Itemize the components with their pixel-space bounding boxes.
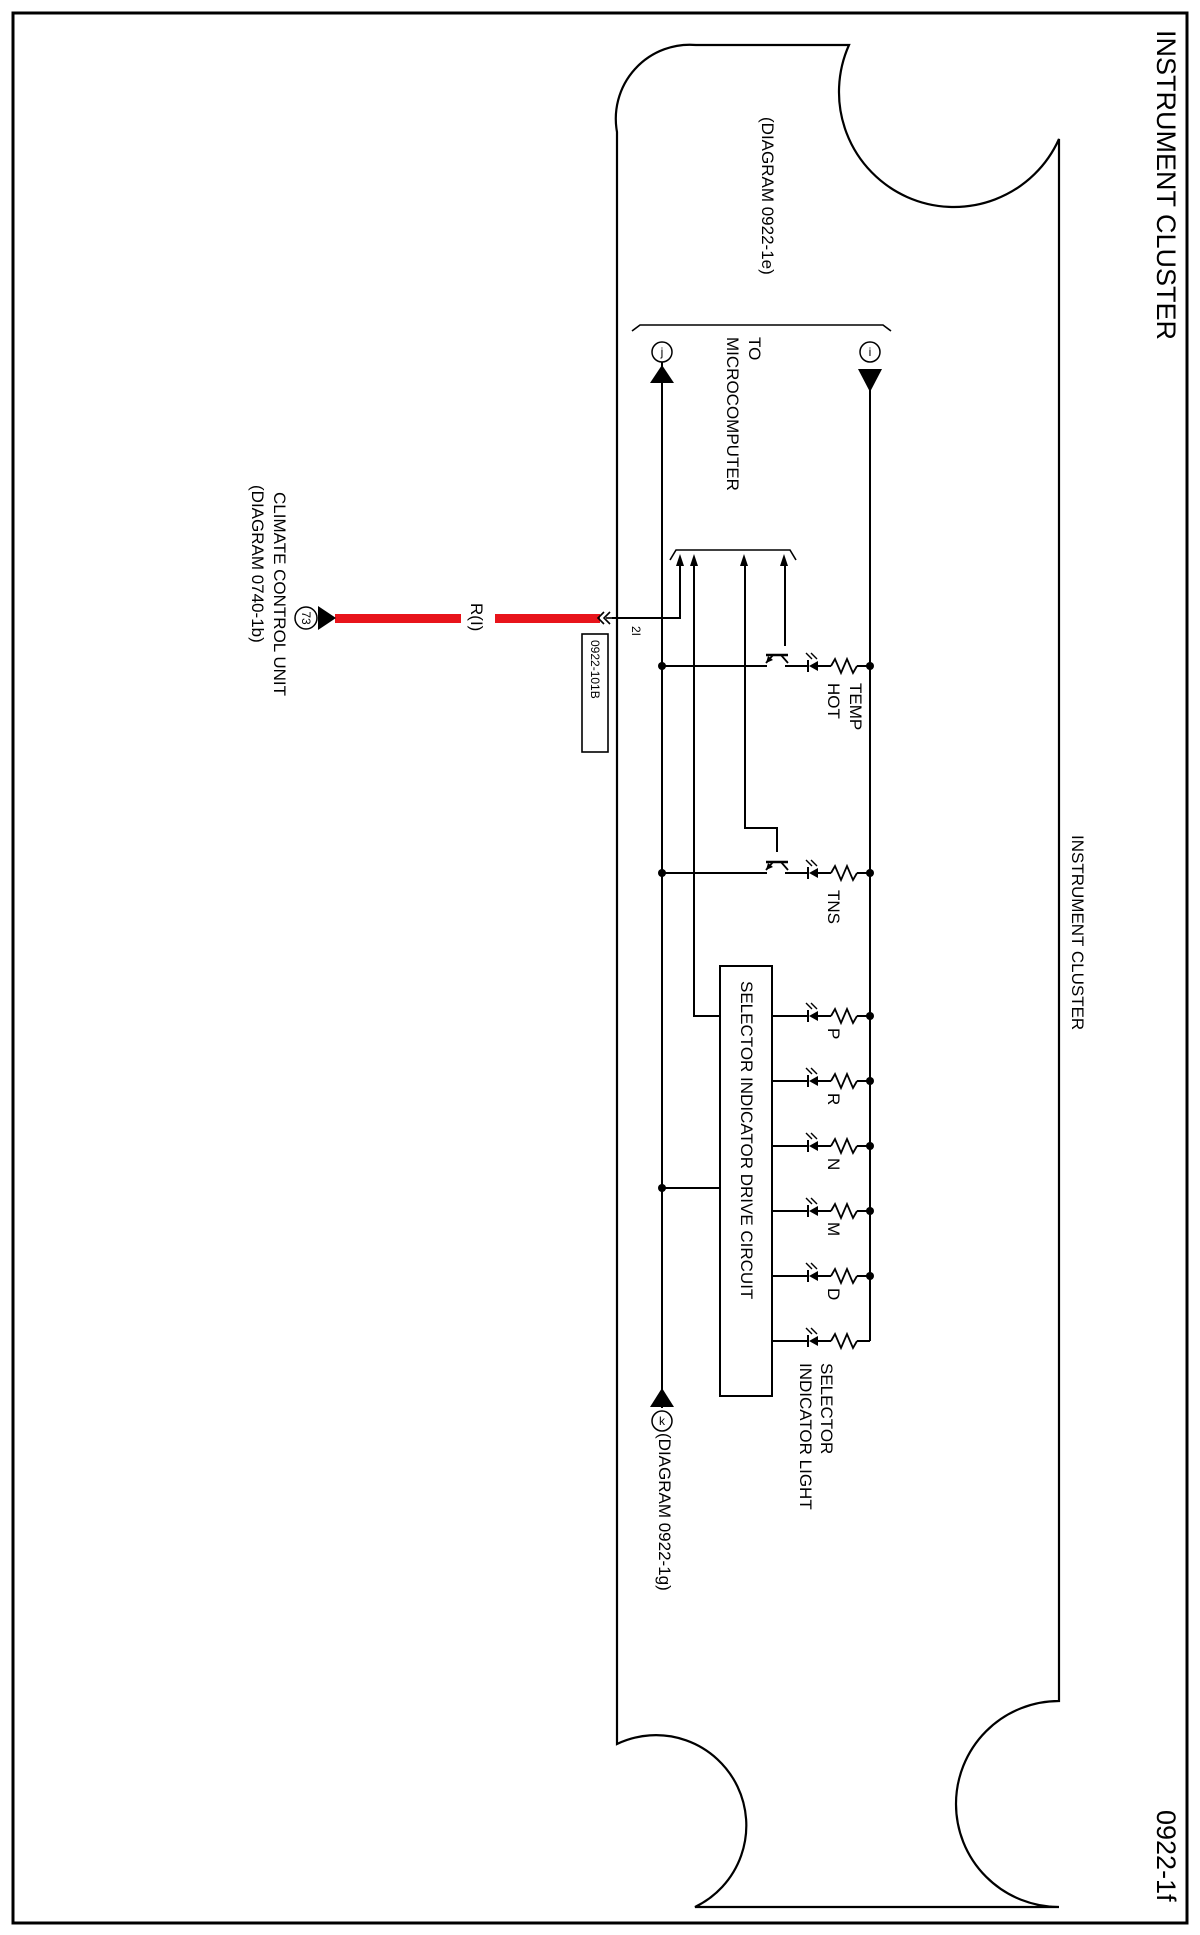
microcomputer-arrows xyxy=(676,554,788,566)
connector-id: 0922-101B xyxy=(588,640,602,699)
bottom-diagram-ref: (DIAGRAM 0922-1g) xyxy=(655,1433,674,1591)
marker-73: 73 xyxy=(294,606,336,630)
svg-text:73: 73 xyxy=(299,611,313,625)
sheet-border xyxy=(11,11,1189,1925)
m-label: M xyxy=(824,1222,843,1236)
marker-k: k xyxy=(650,1388,674,1432)
indicator-light-label: INDICATOR LIGHT xyxy=(796,1363,815,1510)
drive-circuit-input-wire xyxy=(693,566,720,1017)
marker-i: i xyxy=(858,341,882,392)
selector-label: SELECTOR xyxy=(817,1363,836,1454)
temp-label: TEMP xyxy=(846,683,865,730)
to-label: TO xyxy=(745,337,764,360)
climate-control-label: CLIMATE CONTROL UNIT xyxy=(270,492,289,696)
wire-color-label: R(I) xyxy=(467,603,486,631)
svg-text:k: k xyxy=(659,1414,666,1428)
svg-text:j: j xyxy=(660,345,664,359)
external-wire xyxy=(335,611,612,625)
drive-circuit-label: SELECTOR INDICATOR DRIVE CIRCUIT xyxy=(737,981,756,1299)
marker-j: j xyxy=(650,341,674,383)
junction-dots xyxy=(658,662,874,1280)
pin-2i-wire xyxy=(612,566,681,619)
climate-control-diagram-ref: (DIAGRAM 0740-1b) xyxy=(248,485,267,643)
microcomputer-label: MICROCOMPUTER xyxy=(723,337,742,491)
n-label: N xyxy=(824,1158,843,1170)
component-outline xyxy=(614,43,1061,1909)
svg-text:i: i xyxy=(869,345,872,359)
top-connector-bracket xyxy=(631,324,892,332)
top-diagram-ref: (DIAGRAM 0922-1e) xyxy=(758,117,777,275)
pin-label: 2I xyxy=(629,626,643,636)
p-label: P xyxy=(824,1028,843,1039)
microcomputer-bracket xyxy=(669,549,797,561)
r-label: R xyxy=(824,1093,843,1105)
drive-circuit-box xyxy=(719,965,773,1397)
tns-circuit xyxy=(662,566,870,881)
component-label: INSTRUMENT CLUSTER xyxy=(1068,835,1087,1030)
hot-label: HOT xyxy=(824,683,843,719)
connector-id-box xyxy=(581,633,609,753)
tns-label: TNS xyxy=(824,890,843,924)
d-label: D xyxy=(824,1288,843,1300)
selector-lamps xyxy=(772,1002,870,1349)
sheet-title: INSTRUMENT CLUSTER xyxy=(1151,30,1181,340)
page-number: 0922-1f xyxy=(1151,1810,1181,1902)
